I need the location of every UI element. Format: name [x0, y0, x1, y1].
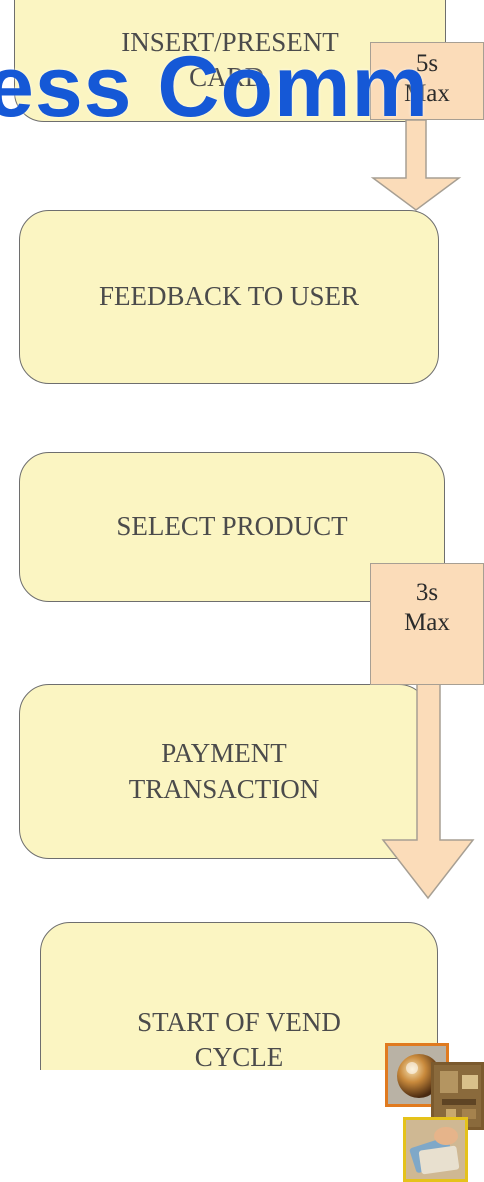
step-payment-transaction: PAYMENT TRANSACTION	[19, 684, 429, 859]
card-payment-thumbnail	[403, 1117, 468, 1182]
arrow-down-1	[370, 119, 462, 211]
timer-5s-value: 5s	[415, 50, 439, 77]
circuit-board-thumbnail	[431, 1062, 484, 1130]
process-flow-diagram: INSERT/PRESENT CARD. 5s Max ess Comm FEE…	[0, 0, 484, 1070]
step-select-label: SELECT PRODUCT	[116, 511, 348, 542]
banner-title: ess Comm	[0, 39, 429, 135]
timer-3s-max: 3s Max	[370, 563, 484, 685]
step-start-of-vend-cycle: START OF VEND CYCLE	[40, 922, 438, 1070]
timer-5s-unit: Max	[404, 80, 450, 107]
timer-3s-unit: Max	[404, 609, 450, 636]
arrow-down-2	[381, 679, 475, 900]
step-feedback-label: FEEDBACK TO USER	[98, 281, 360, 312]
step-insert-line-1: INSERT/PRESENT	[121, 26, 339, 57]
step-insert-line-2: CARD.	[189, 62, 271, 92]
timer-3s-value: 3s	[415, 579, 439, 606]
step-payment-line-1: PAYMENT	[161, 738, 287, 769]
step-vend-line-1: START OF VEND	[137, 1007, 341, 1037]
step-feedback-to-user: FEEDBACK TO USER	[19, 210, 439, 384]
step-vend-line-2: CYCLE	[194, 1042, 284, 1070]
step-payment-line-2: TRANSACTION	[128, 773, 320, 804]
timer-5s-max: 5s Max	[370, 42, 484, 120]
flow-arrows	[370, 119, 475, 900]
